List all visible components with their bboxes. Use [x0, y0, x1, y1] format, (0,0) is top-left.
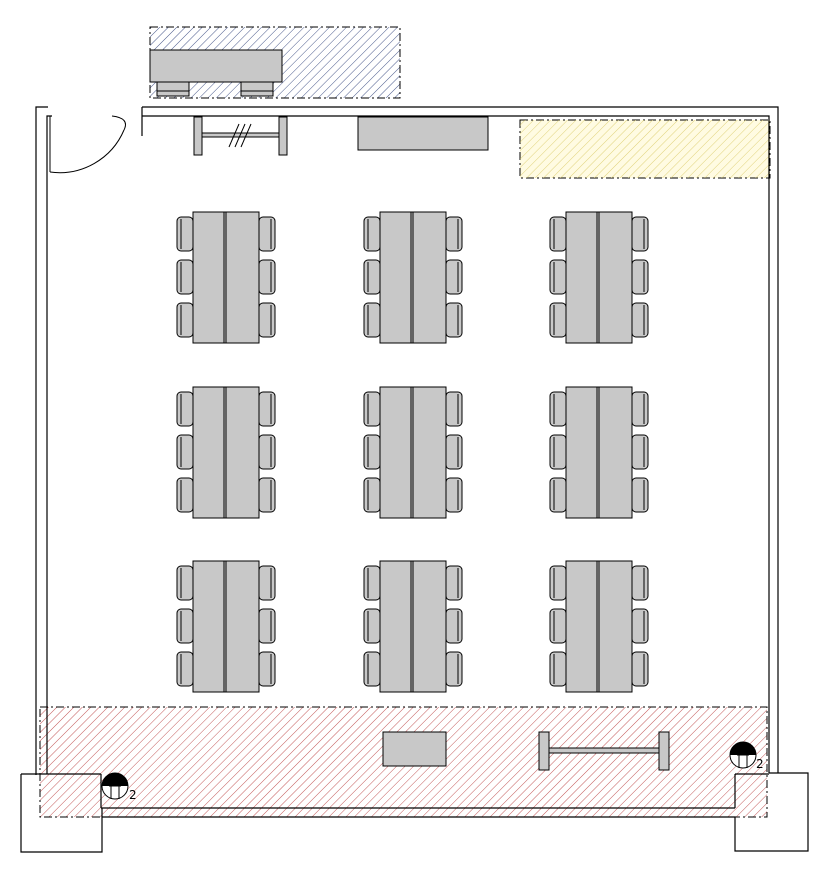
chair	[549, 565, 567, 601]
outside-cabinet	[149, 49, 283, 97]
chair	[549, 259, 567, 295]
chair	[363, 434, 381, 470]
table-groups	[176, 211, 649, 693]
chair	[363, 391, 381, 427]
table	[225, 211, 260, 344]
chair	[176, 391, 194, 427]
table-group	[549, 211, 649, 344]
table	[412, 560, 447, 693]
table	[192, 386, 227, 519]
table-group	[176, 386, 276, 519]
storage-zone-hatch	[520, 120, 770, 178]
table	[412, 211, 447, 344]
table	[598, 386, 633, 519]
chair	[258, 608, 276, 644]
chair	[549, 434, 567, 470]
outlet-left-label: 2	[129, 788, 137, 802]
chair	[549, 651, 567, 687]
floor-outlet-icon: 2	[729, 741, 764, 771]
table-group	[363, 560, 463, 693]
table	[379, 560, 414, 693]
table-group	[176, 560, 276, 693]
chair	[631, 477, 649, 513]
chair	[631, 302, 649, 338]
chair	[363, 477, 381, 513]
chair	[363, 259, 381, 295]
chair	[631, 565, 649, 601]
cabinet-icon	[357, 116, 489, 151]
table	[379, 386, 414, 519]
chair	[176, 434, 194, 470]
chair	[631, 651, 649, 687]
chair	[363, 608, 381, 644]
table	[598, 560, 633, 693]
chair	[258, 391, 276, 427]
chair	[258, 477, 276, 513]
chair	[549, 302, 567, 338]
chair	[549, 608, 567, 644]
chair	[549, 391, 567, 427]
table	[192, 560, 227, 693]
front-desk	[382, 731, 447, 767]
table	[225, 560, 260, 693]
chair	[631, 434, 649, 470]
chair	[445, 608, 463, 644]
chair	[631, 608, 649, 644]
table-group	[549, 560, 649, 693]
chair	[258, 216, 276, 252]
chair	[445, 651, 463, 687]
chair	[258, 302, 276, 338]
chair	[258, 565, 276, 601]
chair	[363, 216, 381, 252]
table	[565, 211, 600, 344]
table	[565, 386, 600, 519]
chair	[445, 434, 463, 470]
rack-icon	[193, 116, 288, 156]
chair	[258, 434, 276, 470]
door-swing-icon	[49, 115, 126, 174]
chair	[176, 216, 194, 252]
chair	[549, 477, 567, 513]
chair	[549, 216, 567, 252]
chair	[258, 651, 276, 687]
chair	[176, 565, 194, 601]
chair	[258, 259, 276, 295]
chair	[445, 216, 463, 252]
floor-outlet-icon: 2	[101, 772, 137, 802]
chair	[176, 259, 194, 295]
chair	[445, 391, 463, 427]
chair	[176, 651, 194, 687]
chair	[176, 302, 194, 338]
chair	[631, 216, 649, 252]
table-group	[176, 211, 276, 344]
table-group	[363, 211, 463, 344]
table	[565, 560, 600, 693]
table	[192, 211, 227, 344]
chair	[176, 477, 194, 513]
chair	[363, 651, 381, 687]
outlet-right-label: 2	[756, 757, 764, 771]
chair	[363, 302, 381, 338]
chair	[631, 259, 649, 295]
walls	[20, 106, 809, 853]
table	[379, 211, 414, 344]
chair	[363, 565, 381, 601]
table	[598, 211, 633, 344]
chair	[445, 477, 463, 513]
chair	[176, 608, 194, 644]
front-rack	[538, 731, 670, 771]
table	[412, 386, 447, 519]
table	[225, 386, 260, 519]
chair	[445, 259, 463, 295]
table-group	[549, 386, 649, 519]
table-group	[363, 386, 463, 519]
chair	[445, 302, 463, 338]
chair	[631, 391, 649, 427]
chair	[445, 565, 463, 601]
